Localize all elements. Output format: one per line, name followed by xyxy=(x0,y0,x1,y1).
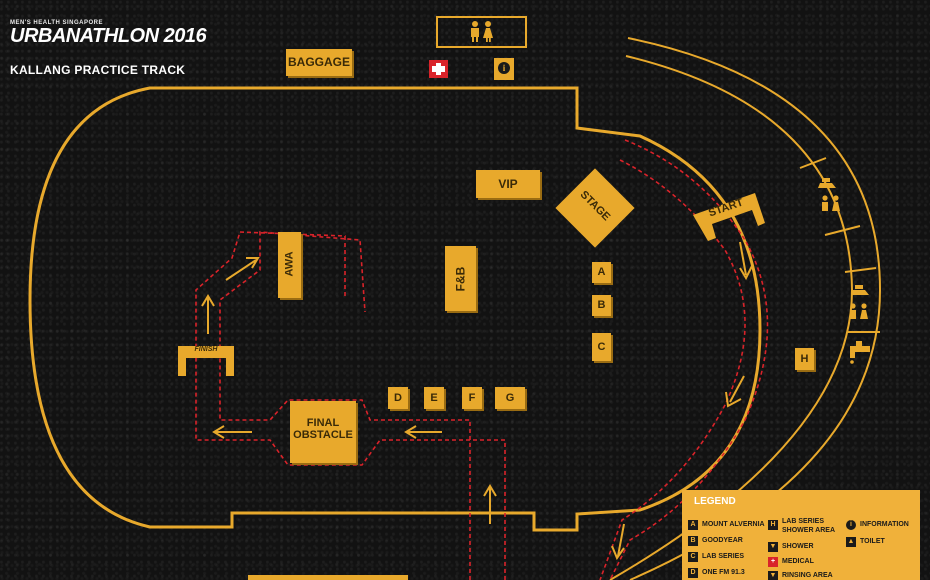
legend-item-toilet: ▲ TOILET xyxy=(846,537,885,547)
legend-label-h: LAB SERIES SHOWER AREA xyxy=(782,518,836,534)
legend-item-rinsing: ▼ RINSING AREA xyxy=(768,571,833,580)
legend-label-toilet: TOILET xyxy=(860,538,885,545)
tap-icon: ▼ xyxy=(768,571,778,580)
legend-item-a: A MOUNT ALVERNIA xyxy=(688,520,765,530)
legend-item-medical: + MEDICAL xyxy=(768,557,814,567)
logo-tagline: MEN'S HEALTH SINGAPORE xyxy=(10,20,103,26)
booth-e: E xyxy=(424,387,444,409)
legend-label-rinsing: RINSING AREA xyxy=(782,572,833,579)
bottom-structure xyxy=(248,575,408,580)
legend-label-info: INFORMATION xyxy=(860,521,909,528)
booth-e-label: E xyxy=(430,392,438,404)
stand-divider-3 xyxy=(844,267,877,273)
arrow-up-finish xyxy=(201,294,215,334)
legend-label-c: LAB SERIES xyxy=(702,553,745,560)
information-icon: i xyxy=(494,58,514,80)
booth-g-label: G xyxy=(505,392,515,404)
toilet-icon-upper xyxy=(822,195,840,211)
toilet-box xyxy=(436,16,527,48)
final-obstacle-line-1: FINAL xyxy=(306,417,340,429)
booth-a: A xyxy=(592,262,611,283)
rinsing-tap-icon xyxy=(850,341,870,364)
legend-panel: LEGEND A MOUNT ALVERNIA B GOODYEAR C LAB SE… xyxy=(682,490,920,580)
arrow-diag-awa xyxy=(225,257,260,281)
legend-key-info: i xyxy=(846,520,856,530)
race-route-field-2 xyxy=(195,231,506,580)
start-arch xyxy=(693,193,765,241)
legend-item-info: i INFORMATION xyxy=(846,520,909,530)
baggage-label: BAGGAGE xyxy=(287,55,350,69)
booth-f: F xyxy=(462,387,482,409)
booth-b: B xyxy=(592,295,611,316)
final-obstacle-line-2: OBSTACLE xyxy=(293,429,353,441)
event-logo: MEN'S HEALTH SINGAPORE URBANATHLON 2016 xyxy=(10,20,207,47)
venue-title: KALLANG PRACTICE TRACK xyxy=(10,63,186,77)
arrow-start-down xyxy=(739,241,753,281)
finish-arch xyxy=(178,346,234,376)
track-outline xyxy=(28,86,762,532)
baggage-area: BAGGAGE xyxy=(286,49,352,76)
medical-icon xyxy=(429,60,448,78)
shower-area-h-label: H xyxy=(800,353,809,365)
legend-key-d: D xyxy=(688,568,698,578)
fnb-area: F&B xyxy=(445,246,476,311)
logo-title: URBANATHLON 2016 xyxy=(10,25,207,47)
legend-item-c: C LAB SERIES xyxy=(688,552,744,562)
legend-title: LEGEND xyxy=(694,496,736,507)
final-obstacle-area: FINAL OBSTACLE xyxy=(290,401,356,463)
arrow-up-bottom xyxy=(483,484,497,524)
booth-b-label: B xyxy=(597,299,606,311)
legend-item-shower: ▼ SHOWER xyxy=(768,542,814,552)
booth-g: G xyxy=(495,387,525,409)
stand-divider-2 xyxy=(824,225,861,236)
legend-item-h: H LAB SERIES SHOWER AREA xyxy=(768,518,840,536)
arrow-left-low xyxy=(212,425,252,439)
shower-icon-upper xyxy=(818,178,836,188)
legend-key-b: B xyxy=(688,536,698,546)
legend-label-d: ONE FM 91.3 xyxy=(702,569,745,576)
legend-label-shower: SHOWER xyxy=(782,543,814,550)
race-route-inner xyxy=(599,159,746,580)
legend-item-b: B GOODYEAR xyxy=(688,536,743,546)
medical-cross-icon: + xyxy=(768,557,778,567)
legend-key-c: C xyxy=(688,552,698,562)
booth-c-label: C xyxy=(597,341,606,353)
arrow-right-side xyxy=(725,375,745,408)
vip-area: VIP xyxy=(476,170,540,198)
finish-label: FINISH xyxy=(194,346,218,353)
toilet-icon xyxy=(471,21,493,42)
direction-arrows xyxy=(201,241,753,561)
legend-label-b: GOODYEAR xyxy=(702,537,743,544)
legend-item-d: D ONE FM 91.3 xyxy=(688,568,745,578)
legend-label-a: MOUNT ALVERNIA xyxy=(702,521,765,528)
legend-key-a: A xyxy=(688,520,698,530)
legend-label-medical: MEDICAL xyxy=(782,558,814,565)
shower-icon: ▼ xyxy=(768,542,778,552)
stand-divider-1 xyxy=(799,157,827,169)
legend-key-h: H xyxy=(768,520,778,530)
toilet-icon-lower xyxy=(850,303,868,319)
booth-f-label: F xyxy=(468,392,476,404)
booth-d-label: D xyxy=(394,392,402,404)
arrow-bottom-right xyxy=(611,523,625,561)
booth-d: D xyxy=(388,387,408,409)
awa-area: AWA xyxy=(278,232,301,298)
awa-label: AWA xyxy=(283,251,296,277)
shower-area-h: H xyxy=(795,348,814,370)
booth-a-label: A xyxy=(597,266,606,278)
svg-text:i: i xyxy=(503,63,506,73)
fnb-label: F&B xyxy=(453,266,468,292)
vip-label: VIP xyxy=(498,177,518,191)
race-route-field xyxy=(219,231,471,580)
shower-icon-lower xyxy=(851,285,869,295)
booth-c: C xyxy=(592,333,611,361)
toilet-legend-icon: ▲ xyxy=(846,537,856,547)
arrow-left-mid xyxy=(404,425,442,439)
